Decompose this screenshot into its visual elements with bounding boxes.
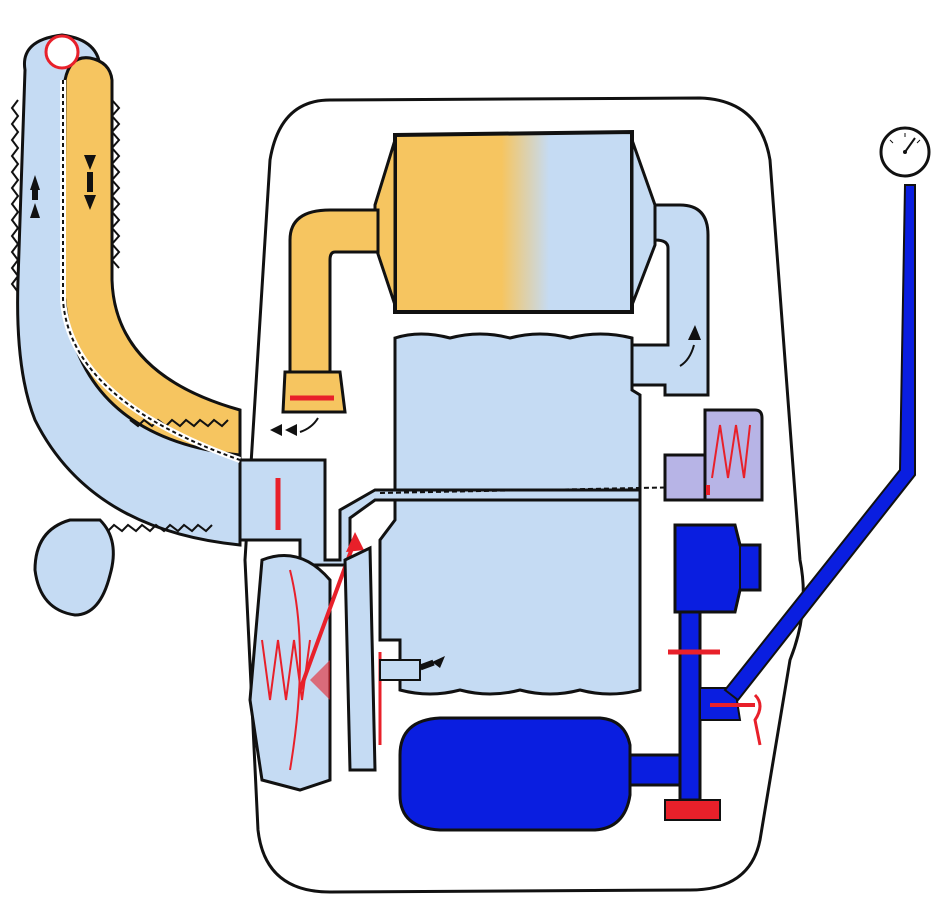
counterlung-bag [33, 518, 115, 617]
bag-to-inhale-arrow [419, 656, 445, 671]
oxygen-line [678, 610, 702, 802]
bypass-lever [343, 545, 377, 772]
bag-outlet-port [379, 659, 421, 681]
mouthpiece [44, 34, 80, 70]
absorber-outlet-pipe [630, 203, 710, 397]
breathing-bag [378, 332, 642, 696]
inhalation-hose [16, 33, 242, 547]
breathing-hose-pair [10, 33, 242, 547]
pressure-reducer [673, 523, 762, 614]
excess-pressure-valve [663, 408, 764, 502]
lung-demand-valve [248, 532, 364, 792]
gauge-line [723, 184, 916, 702]
exhalation-pipe [288, 208, 380, 377]
inhalation-branch [238, 458, 642, 567]
inhale-up-arrow [30, 175, 40, 218]
co2-absorber-canister [373, 129, 657, 314]
oxygen-cylinder [398, 716, 632, 832]
exhalation-valve-body [281, 370, 347, 414]
housing-outline [243, 96, 805, 894]
pressure-gauge [879, 126, 931, 178]
valve-link [379, 486, 691, 494]
cylinder-shutoff-valve [664, 799, 721, 821]
absorber-outlet-arrow [679, 325, 701, 367]
exhale-into-unit-arrow [270, 417, 319, 436]
cylinder-connector [628, 753, 682, 787]
hose-corrugations [10, 99, 20, 293]
gauge-valve [699, 687, 762, 746]
exhale-down-arrow [84, 155, 96, 210]
flow-arrows [30, 155, 701, 671]
